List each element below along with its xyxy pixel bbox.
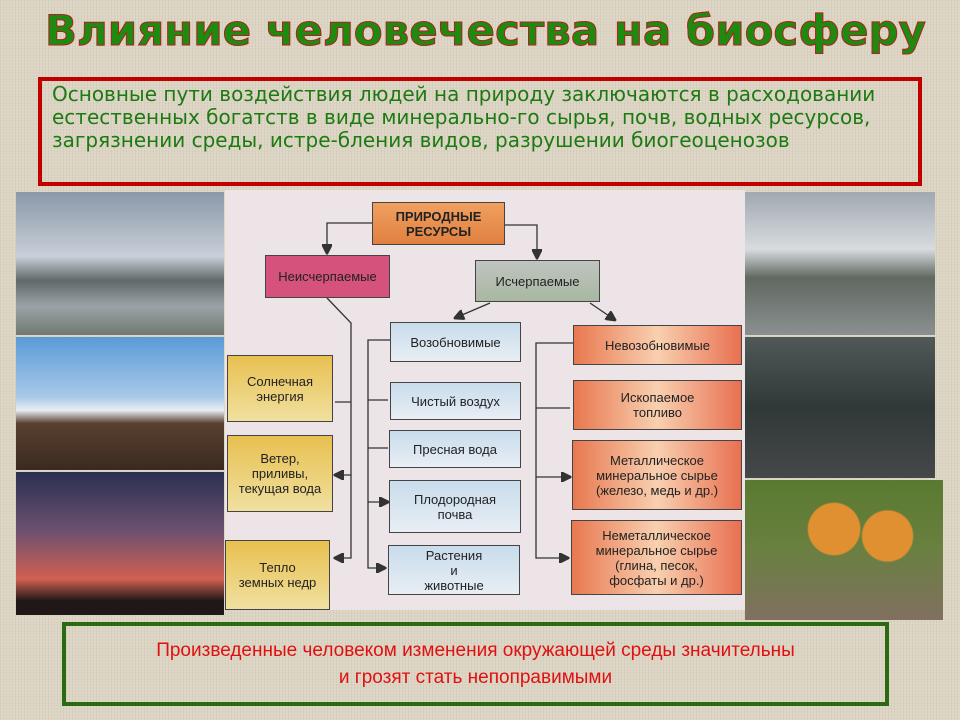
nonrenewable-item: Металлическое минеральное сырье (железо,… [572, 440, 742, 510]
renewable-item: Плодородная почва [389, 480, 521, 533]
nonrenewable-box: Невозобновимые [573, 325, 742, 365]
photo-smoke-forest [16, 337, 224, 470]
renewable-box: Возобновимые [390, 322, 521, 362]
renewable-item: Растения и животные [388, 545, 520, 595]
inexhaustible-item: Ветер, приливы, текущая вода [227, 435, 333, 512]
photo-smoggy-road [745, 192, 935, 335]
inexhaustible-box: Неисчерпаемые [265, 255, 390, 298]
inexhaustible-item: Тепло земных недр [225, 540, 330, 610]
conclusion-box: Произведенные человеком изменения окружа… [62, 622, 889, 706]
renewable-item: Чистый воздух [390, 382, 521, 420]
inexhaustible-item: Солнечная энергия [227, 355, 333, 422]
conclusion-line: Произведенные человеком изменения окружа… [156, 640, 795, 661]
conclusion-line: и грозят стать непоправимыми [338, 667, 613, 688]
photo-bridge-factory [16, 192, 224, 335]
photo-tree-stumps [745, 480, 943, 620]
slide-title: Влияние человечества на биосферу [45, 6, 927, 56]
natural-resources-diagram: ПРИРОДНЫЕ РЕСУРСЫ Неисчерпаемые Исчерпае… [225, 190, 745, 610]
exhaustible-box: Исчерпаемые [475, 260, 600, 302]
renewable-item: Пресная вода [389, 430, 521, 468]
photo-city-sunset [16, 472, 224, 615]
nonrenewable-item: Ископаемое топливо [573, 380, 742, 430]
diagram-connectors [225, 222, 745, 610]
nonrenewable-item: Неметаллическое минеральное сырье (глина… [571, 520, 742, 595]
root-box: ПРИРОДНЫЕ РЕСУРСЫ [372, 202, 505, 245]
intro-text: Основные пути воздействия людей на приро… [38, 77, 922, 186]
photo-traffic-jam [745, 337, 935, 478]
